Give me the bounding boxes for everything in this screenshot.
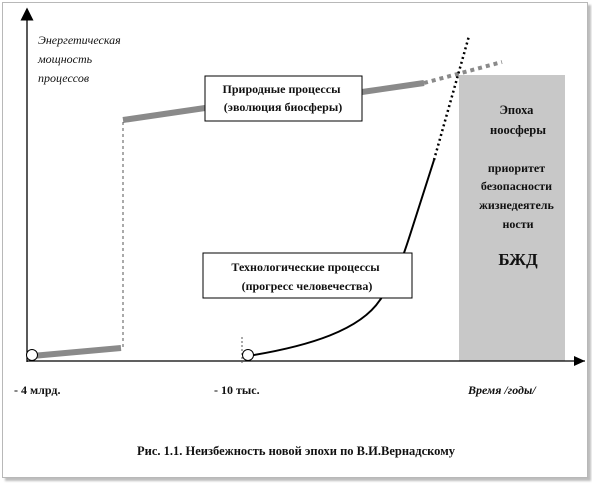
- natural-curve-early: [31, 345, 122, 359]
- noosphere-band: [459, 75, 565, 361]
- start-point-biosphere: [26, 349, 38, 361]
- x-tick-4-billion: - 4 млрд.: [14, 383, 61, 397]
- start-point-humanity: [242, 349, 254, 361]
- figure-caption: Рис. 1.1. Неизбежность новой эпохи по В.…: [137, 444, 456, 458]
- natural-extrapolation: [423, 60, 503, 85]
- noosphere-title: Эпоха ноосферы: [490, 103, 546, 137]
- natural-processes-label: Природные процессы (эволюция биосферы): [223, 82, 344, 114]
- natural-curve-late: [122, 105, 206, 123]
- noosphere-abbrev: БЖД: [498, 250, 538, 269]
- x-axis-label: Время /годы/: [467, 383, 537, 397]
- natural-curve-late-2: [361, 80, 425, 95]
- x-tick-10-thousand: - 10 тыс.: [214, 383, 260, 397]
- tech-extrapolation: [432, 35, 471, 161]
- x-axis-arrow: [574, 356, 585, 366]
- tech-processes-label: Технологические процессы (прогресс челов…: [231, 260, 382, 293]
- natural-processes-box: [204, 75, 363, 122]
- y-axis-label: Энергетическая мощность процессов: [37, 33, 124, 85]
- noosphere-priority: приоритет безопасности жизнедеятель ност…: [479, 161, 557, 231]
- tech-processes-box: [202, 252, 413, 299]
